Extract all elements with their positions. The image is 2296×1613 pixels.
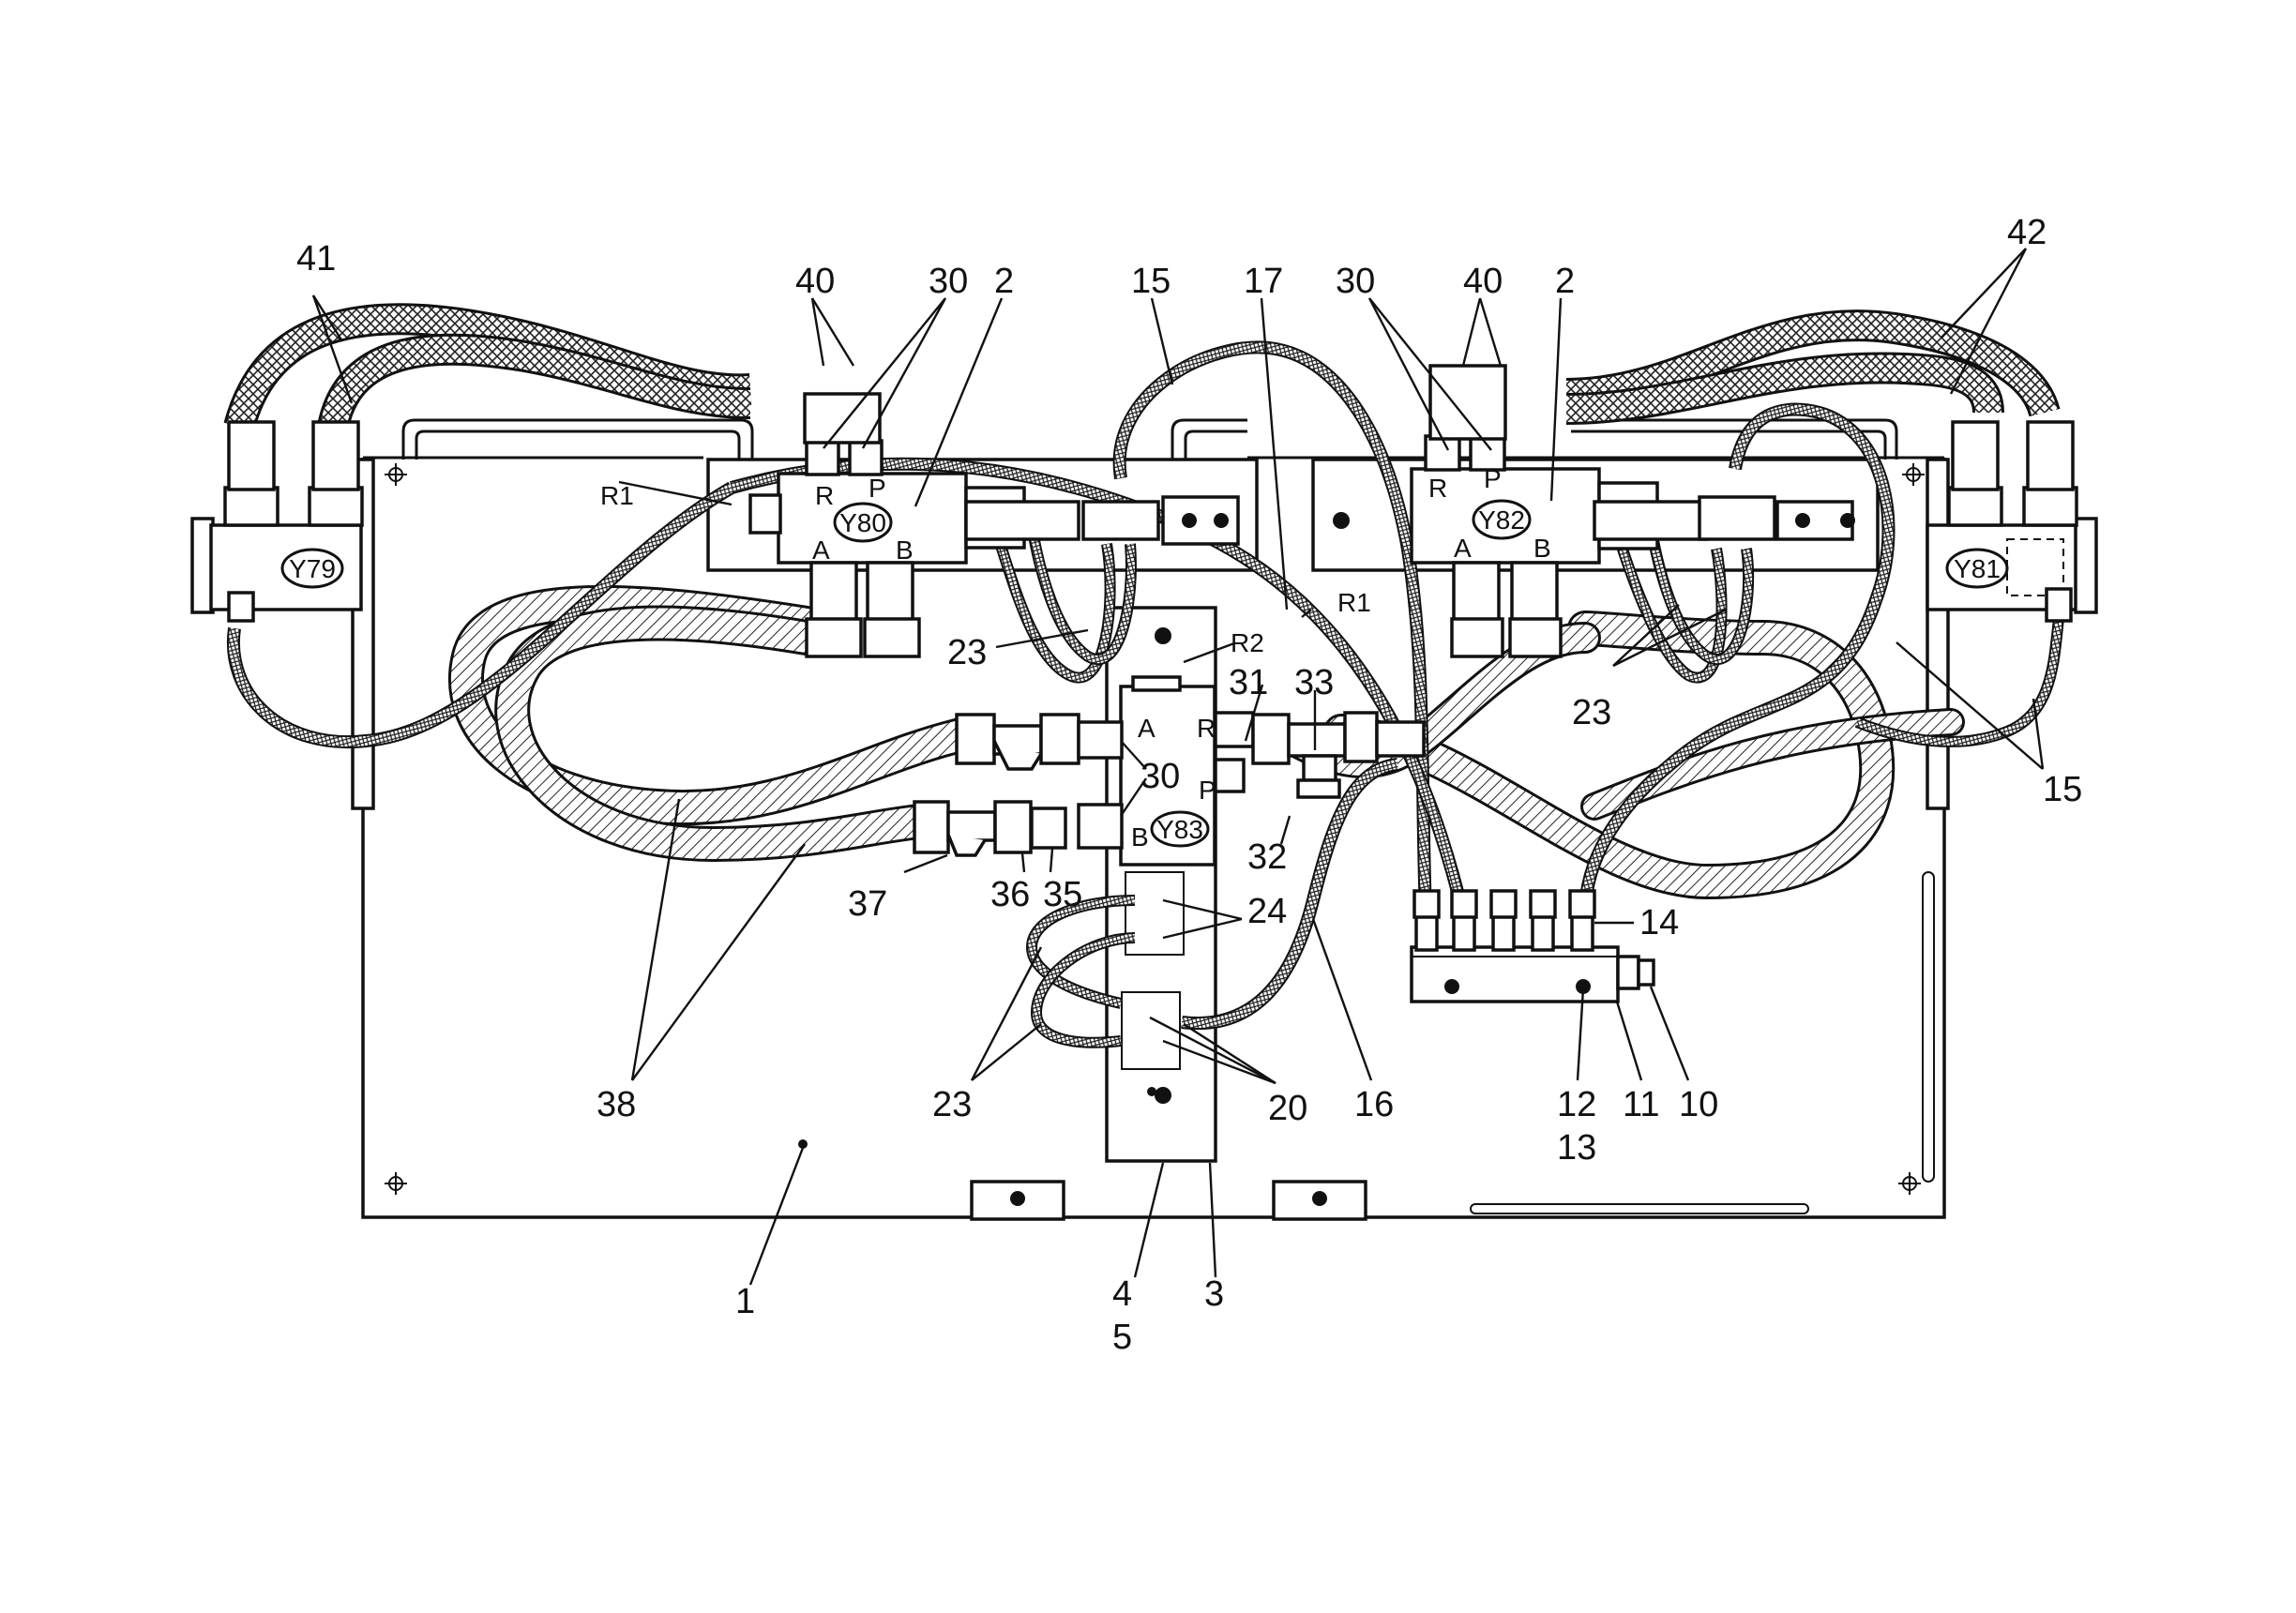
- r2-label: R2: [1231, 628, 1264, 657]
- leader-lines: [311, 248, 2045, 1286]
- y80-label: Y80: [839, 508, 886, 537]
- callout-40-right: 40: [1463, 262, 1503, 301]
- callout-2-left: 2: [994, 262, 1014, 301]
- callout-10: 10: [1679, 1085, 1718, 1124]
- callout-30-left: 30: [929, 262, 968, 301]
- callout-2-right: 2: [1555, 262, 1575, 301]
- valve-y83: Y83 A R P B R2: [1119, 628, 1264, 867]
- callout-42: 42: [2007, 213, 2047, 252]
- mounting-hole-icon: [385, 463, 1925, 1195]
- callout-3: 3: [1204, 1274, 1224, 1314]
- callout-23-upper-left: 23: [947, 633, 987, 672]
- y82-port-a: A: [1454, 534, 1472, 563]
- y79-label: Y79: [289, 554, 336, 583]
- y82-label: Y82: [1478, 505, 1525, 535]
- callout-30-center: 30: [1140, 757, 1180, 796]
- valve-y82: Y82 R P A B: [1333, 364, 1659, 658]
- y83-port-p: P: [1199, 776, 1216, 805]
- solenoid-y79: Y79: [190, 420, 364, 623]
- r1-right-label: R1: [1337, 588, 1371, 617]
- callout-33: 33: [1294, 663, 1334, 702]
- callout-4: 4: [1112, 1274, 1132, 1314]
- callout-40-left: 40: [795, 262, 835, 301]
- callout-31: 31: [1229, 663, 1268, 702]
- r1-left-label: R1: [600, 481, 634, 510]
- callouts: 41 40 30 2 15 17 30 40 2 42 23 31 33 23 …: [296, 213, 2082, 1357]
- callout-20: 20: [1268, 1089, 1307, 1128]
- callout-36: 36: [990, 875, 1030, 914]
- center-fittings: [913, 711, 1426, 857]
- callout-16: 16: [1354, 1085, 1394, 1124]
- callout-1: 1: [735, 1282, 755, 1321]
- distribution-manifold: [1410, 889, 1655, 1003]
- y80-port-r: R: [815, 481, 834, 510]
- y80-port-a: A: [812, 535, 830, 565]
- y83-label: Y83: [1156, 815, 1203, 844]
- callout-14: 14: [1639, 903, 1679, 942]
- y80-port-b: B: [896, 535, 914, 565]
- callout-37: 37: [848, 884, 887, 924]
- callout-11: 11: [1623, 1085, 1659, 1124]
- callout-24: 24: [1247, 892, 1287, 931]
- callout-41: 41: [296, 239, 336, 279]
- callout-23-upper-right: 23: [1572, 693, 1611, 732]
- y82-port-b: B: [1533, 534, 1551, 563]
- callout-15-right: 15: [2043, 770, 2082, 809]
- callout-35: 35: [1043, 875, 1082, 914]
- y82-port-r: R: [1428, 474, 1447, 503]
- callout-15-top: 15: [1131, 262, 1171, 301]
- top-rails: [401, 418, 1898, 460]
- callout-13: 13: [1557, 1128, 1596, 1168]
- y83-port-a: A: [1138, 714, 1156, 743]
- hose-41: [223, 303, 752, 431]
- hose-42: [1565, 309, 2061, 425]
- valve-y80: Y80 R P A B: [748, 392, 1026, 658]
- y80-port-p: P: [869, 474, 886, 503]
- y83-port-b: B: [1131, 822, 1149, 852]
- callout-23-lower: 23: [932, 1085, 972, 1124]
- callout-32: 32: [1247, 837, 1287, 877]
- callout-38: 38: [597, 1085, 636, 1124]
- callout-17: 17: [1244, 262, 1283, 301]
- callout-5: 5: [1112, 1318, 1132, 1357]
- small-valve-blocks: [964, 495, 1855, 546]
- callout-12: 12: [1557, 1085, 1596, 1124]
- callout-30-right: 30: [1336, 262, 1375, 301]
- solenoid-y81: Y81: [1926, 420, 2098, 623]
- y83-port-r: R: [1197, 714, 1216, 743]
- y81-label: Y81: [1954, 554, 2001, 583]
